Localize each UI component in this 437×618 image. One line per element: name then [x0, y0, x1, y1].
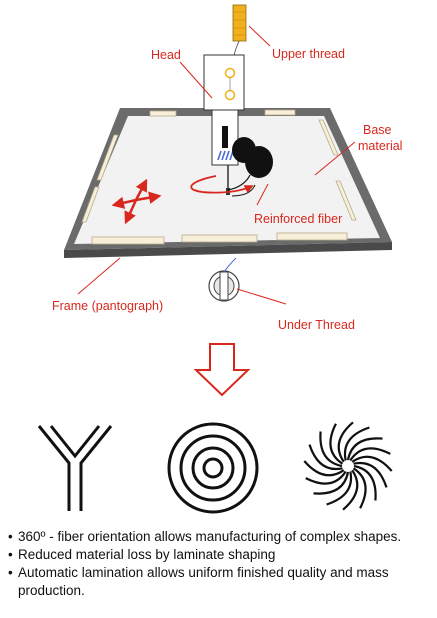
bullet-mark: • [8, 529, 13, 544]
xy-movement-arrows [111, 178, 162, 225]
swirl-arm [349, 447, 391, 462]
upper-thread-spool [232, 4, 247, 42]
base-material-sheet [74, 116, 380, 244]
bullet-mark: • [8, 565, 13, 580]
head-label: Head [151, 48, 181, 62]
swirl-arm [353, 461, 388, 488]
down-arrow-icon [193, 343, 251, 397]
leader-lines [77, 25, 356, 305]
reinforced-fiber-spools [227, 137, 273, 197]
frame-clamps [81, 109, 357, 245]
under-thread-bobbin [208, 257, 240, 302]
sewing-head [203, 54, 245, 195]
y-shape-pattern-icon [37, 425, 113, 511]
swirl-arm [351, 455, 393, 472]
swirl-arm [303, 460, 345, 477]
feature-bullet-list: • 360º - fiber orientation allows manufac… [8, 528, 434, 600]
bullet-mark: • [8, 547, 13, 562]
concentric-circles-pattern-icon [167, 422, 259, 514]
swirl-arm [343, 426, 370, 461]
bullet-text: 360º - fiber orientation allows manufact… [18, 529, 402, 544]
swirl-arm [337, 421, 354, 463]
bullet-text: Reduced material loss by laminate shapin… [18, 547, 276, 562]
swirl-arm [319, 431, 343, 468]
frame-label: Frame (pantograph) [52, 299, 163, 313]
upper-thread-label: Upper thread [272, 47, 345, 61]
swirl-arm [326, 471, 353, 506]
under-thread-label: Under Thread [278, 318, 355, 332]
swirl-arm [313, 471, 350, 495]
bullet-text: Automatic lamination allows uniform fini… [18, 565, 389, 598]
swirl-arm [342, 469, 359, 511]
bullet-item: • Reduced material loss by laminate shapi… [8, 546, 434, 564]
base-material-label: Base material [358, 123, 402, 153]
bullet-item: • 360º - fiber orientation allows manufac… [8, 528, 434, 546]
swirl-arm [353, 464, 377, 501]
swirl-arm [352, 467, 367, 509]
swirl-arm [305, 470, 347, 485]
swirl-arm [308, 444, 343, 471]
swirl-arm [329, 423, 344, 465]
swirl-arm [346, 437, 383, 461]
radial-swirl-pattern-icon [303, 421, 393, 511]
rotation-arrow [190, 175, 254, 194]
reinforced-fiber-label: Reinforced fiber [254, 212, 342, 226]
bullet-item: • Automatic lamination allows uniform fin… [8, 564, 434, 600]
